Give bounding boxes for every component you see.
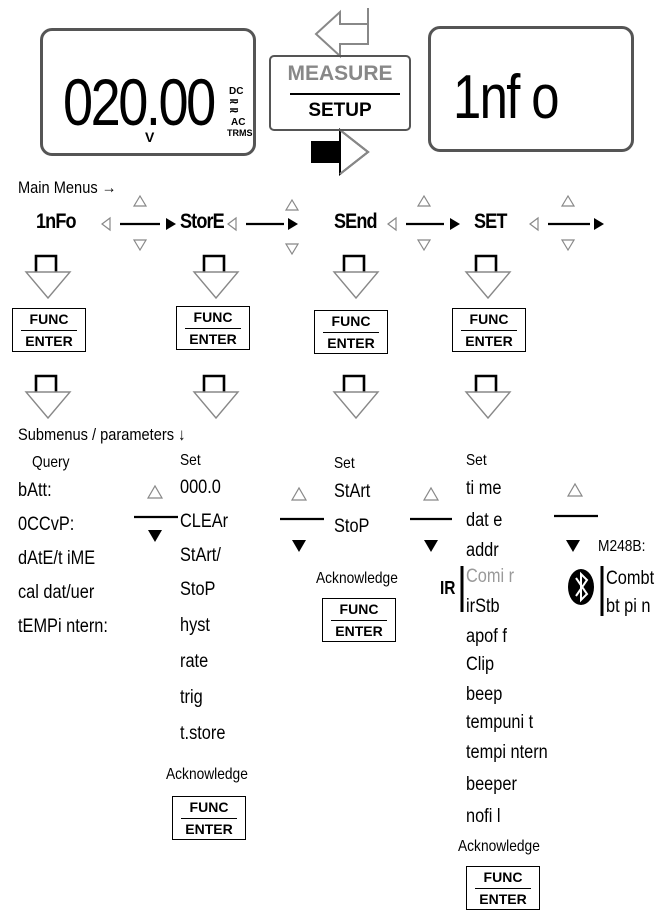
main-menus-label: Main Menus → [18, 178, 117, 197]
set-param: ti me [466, 478, 502, 499]
display-unit: V [145, 129, 155, 145]
menu-send[interactable]: SEnd [334, 210, 378, 233]
store-param: CLEAr [180, 511, 229, 532]
send-param: StoP [334, 516, 370, 537]
store-param: t.store [180, 723, 226, 744]
display-value: 020.00 [63, 65, 216, 139]
set-param: tempuni t [466, 712, 534, 733]
display-measure: 020.00 V DC ≂≂ AC TRMS [40, 28, 256, 156]
query-item: tEMPi ntern: [18, 616, 108, 637]
set-param: Clip [466, 654, 495, 675]
arrow-left-icon [314, 8, 369, 59]
enter-arrows [24, 254, 512, 420]
model-label: M248B: [598, 538, 646, 555]
store-param: hyst [180, 615, 210, 636]
menu-info[interactable]: 1nFo [36, 210, 77, 233]
col2-header: Set [180, 452, 201, 469]
menu-store[interactable]: StorE [180, 210, 225, 233]
set-param: beep [466, 684, 503, 705]
measure-label: MEASURE [287, 62, 393, 85]
col4-header: Set [466, 452, 487, 469]
bt-param: bt pi n [606, 596, 651, 617]
set-param: addr [466, 540, 499, 561]
store-acknowledge: Acknowledge [166, 766, 248, 783]
menu-set[interactable]: SET [474, 210, 507, 233]
store-param: trig [180, 687, 203, 708]
set-param: irStb [466, 596, 500, 617]
submenus-label: Submenus / parameters ↓ [18, 425, 186, 444]
store-param: rate [180, 651, 209, 672]
set-param: dat e [466, 510, 503, 531]
ir-label: IR [440, 578, 456, 598]
query-item: 0CCvP: [18, 514, 75, 535]
measure-setup-key[interactable]: MEASURE SETUP [270, 56, 410, 130]
col1-header: Query [32, 454, 70, 471]
set-param: nofi l [466, 806, 501, 827]
set-acknowledge: Acknowledge [458, 838, 540, 855]
bluetooth-icon [568, 569, 594, 605]
set-param: beeper [466, 774, 517, 795]
submenu-arrows [134, 482, 598, 552]
setup-label: SETUP [308, 100, 372, 121]
ac-label: AC [231, 117, 246, 128]
set-param: apof f [466, 626, 507, 647]
store-param: StoP [180, 579, 216, 600]
query-item: bAtt: [18, 480, 52, 501]
query-item: cal dat/uer [18, 582, 95, 603]
store-param: 000.0 [180, 477, 221, 498]
display-info: 1nf o [428, 26, 634, 152]
bt-param: Combt [606, 568, 655, 589]
set-param-comir: Comi r [466, 566, 515, 587]
query-item: dAtE/t iME [18, 548, 96, 569]
menu-arrows [101, 194, 604, 256]
display-info-value: 1nf o [453, 63, 560, 132]
col3-header: Set [334, 455, 355, 472]
set-param: tempi ntern [466, 742, 548, 763]
send-acknowledge: Acknowledge [316, 570, 398, 587]
trms-label: TRMS [227, 128, 253, 138]
dc-ac-symbol: ≂≂ [229, 94, 240, 117]
send-param: StArt [334, 481, 371, 502]
store-param: StArt/ [180, 545, 221, 566]
dc-label: DC [229, 86, 244, 97]
